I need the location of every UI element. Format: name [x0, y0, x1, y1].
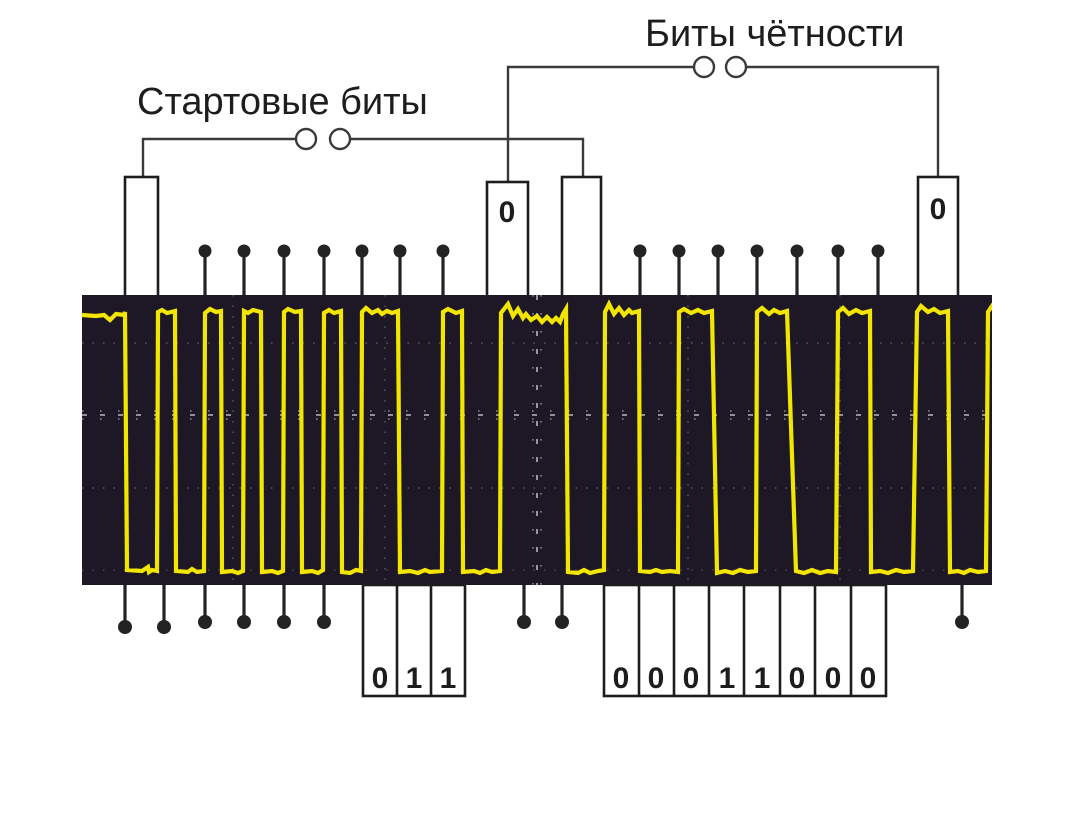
top-tick-marker — [711, 244, 725, 296]
top-tick-markers — [198, 244, 885, 296]
tick-dot — [118, 620, 132, 634]
top-tick-marker — [436, 244, 450, 296]
start-leader-circle-left — [294, 127, 318, 151]
data-bit-value: 1 — [406, 662, 423, 695]
top-tick-marker — [198, 244, 212, 296]
bottom-tick-marker — [555, 585, 569, 629]
parity-leader-circle-left — [692, 55, 716, 79]
parity-bit-right-value: 0 — [930, 193, 947, 226]
bottom-tick-marker — [118, 585, 132, 634]
data-bit-value: 0 — [648, 662, 665, 695]
tick-dot — [157, 620, 171, 634]
bottom-tick-marker — [198, 585, 212, 629]
tick-dot — [517, 615, 531, 629]
top-tick-marker — [237, 244, 251, 296]
start-leader-circle-right — [328, 127, 352, 151]
scope-waveform-trace — [82, 299, 1004, 576]
tick-dot — [277, 615, 291, 629]
data-bit-value: 1 — [440, 662, 457, 695]
top-callout-boxes: 0 0 — [123, 175, 960, 299]
tick-dot — [711, 244, 725, 258]
data-bits-left-frame[interactable] — [361, 583, 467, 698]
top-tick-marker — [831, 244, 845, 296]
bottom-tick-marker — [237, 585, 251, 629]
bottom-tick-marker — [157, 585, 171, 634]
tick-dot — [198, 244, 212, 258]
parity-leader-circle-right — [724, 55, 748, 79]
bottom-tick-marker — [955, 585, 969, 629]
tick-dot — [317, 244, 331, 258]
tick-dot — [750, 244, 764, 258]
top-tick-marker — [871, 244, 885, 296]
top-tick-marker — [790, 244, 804, 296]
top-tick-marker — [355, 244, 369, 296]
top-tick-marker — [672, 244, 686, 296]
tick-dot — [871, 244, 885, 258]
scope-grid — [82, 295, 992, 585]
tick-dot — [633, 244, 647, 258]
tick-dot — [237, 615, 251, 629]
start-bits-label: Стартовые биты — [137, 81, 428, 123]
top-tick-marker — [750, 244, 764, 296]
top-tick-marker — [633, 244, 647, 296]
trigger-level-marker — [992, 410, 1004, 426]
top-tick-marker — [277, 244, 291, 296]
tick-dot — [198, 615, 212, 629]
parity-leader-line — [506, 55, 940, 185]
parity-bits-label: Биты чётности — [645, 13, 905, 55]
data-bit-value: 0 — [613, 662, 630, 695]
tick-dot — [237, 244, 251, 258]
bottom-tick-marker — [517, 585, 531, 629]
start-bit-box-right[interactable] — [560, 175, 603, 299]
data-bit-value: 1 — [719, 662, 736, 695]
tick-dot — [393, 244, 407, 258]
top-tick-marker — [317, 244, 331, 296]
data-bit-value: 0 — [683, 662, 700, 695]
data-bits-group-right: 0 0 0 1 1 0 0 0 — [602, 583, 888, 698]
tick-dot — [355, 244, 369, 258]
data-bit-value: 0 — [860, 662, 877, 695]
bottom-tick-marker — [277, 585, 291, 629]
data-bits-group-left: 0 1 1 — [361, 583, 467, 698]
tick-dot — [436, 244, 450, 258]
bottom-tick-marker — [317, 585, 331, 629]
tick-dot — [831, 244, 845, 258]
top-tick-marker — [393, 244, 407, 296]
oscilloscope-screen[interactable] — [82, 295, 1010, 585]
parity-bit-left-value: 0 — [499, 196, 516, 229]
tick-dot — [790, 244, 804, 258]
tick-dot — [955, 615, 969, 629]
start-bit-box-left[interactable] — [123, 175, 160, 299]
bottom-tick-markers — [118, 585, 969, 634]
start-bits-leader-line — [141, 127, 585, 185]
data-bit-value: 1 — [754, 662, 771, 695]
tick-dot — [555, 615, 569, 629]
data-bit-value: 0 — [789, 662, 806, 695]
data-bit-value: 0 — [372, 662, 389, 695]
tick-dot — [317, 615, 331, 629]
tick-dot — [672, 244, 686, 258]
data-bit-value: 0 — [825, 662, 842, 695]
tick-dot — [277, 244, 291, 258]
